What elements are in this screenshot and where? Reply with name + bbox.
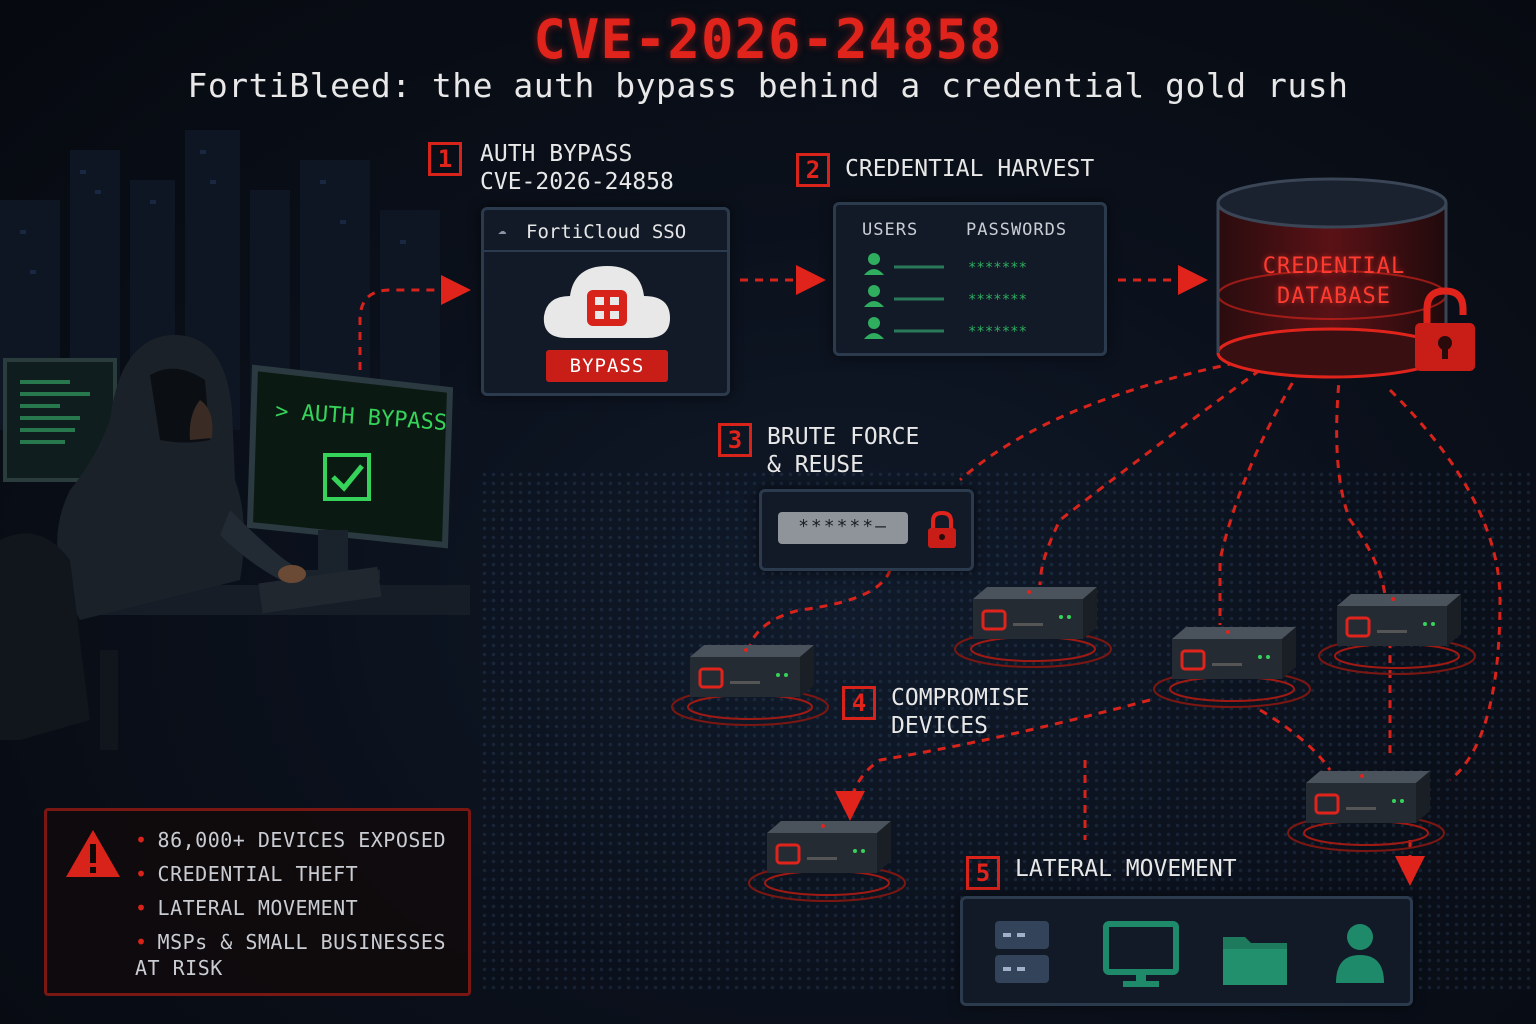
cloud-small-icon: ☁	[498, 222, 507, 238]
risk-item-lateral-movement: •LATERAL MOVEMENT	[135, 896, 359, 920]
credential-harvest-panel: USERS PASSWORDS ******* ******* *******	[833, 202, 1107, 356]
database-label-line2: DATABASE	[1277, 284, 1391, 309]
padlock-small-icon	[928, 510, 956, 548]
user-icon	[864, 253, 884, 339]
step-3-label: BRUTE FORCE & REUSE	[767, 424, 920, 478]
page-subtitle: FortiBleed: the auth bypass behind a cre…	[187, 66, 1349, 105]
folder-icon	[1223, 937, 1287, 985]
padlock-icon	[1415, 287, 1475, 371]
bypass-button[interactable]: BYPASS	[546, 350, 668, 382]
sso-title: FortiCloud SSO	[526, 221, 687, 243]
password-field[interactable]: ******—	[778, 512, 908, 544]
users-column-header: USERS	[862, 220, 919, 240]
svg-text:*******: *******	[968, 324, 1027, 340]
brute-force-panel: ******—	[759, 489, 974, 571]
svg-text:*******: *******	[968, 292, 1027, 308]
firewall-device-2	[953, 585, 1113, 669]
step-4-label: COMPROMISE DEVICES	[891, 685, 1030, 739]
risk-item-devices-exposed: •86,000+ DEVICES EXPOSED	[135, 828, 446, 852]
monitor-icon	[1103, 921, 1179, 987]
firewall-device-3	[1152, 625, 1312, 709]
step-3-badge: 3	[718, 423, 752, 457]
step-2-label: CREDENTIAL HARVEST	[845, 156, 1095, 182]
risk-item-credential-theft: •CREDENTIAL THEFT	[135, 862, 359, 886]
step-5-label: LATERAL MOVEMENT	[1015, 856, 1237, 882]
firewall-device-6	[1286, 769, 1446, 853]
lateral-movement-panel	[960, 896, 1413, 1006]
passwords-column-header: PASSWORDS	[966, 220, 1068, 240]
person-icon	[1336, 924, 1384, 983]
database-label-line1: CREDENTIAL	[1262, 254, 1406, 279]
risk-item-msps-at-risk: •MSPs & SMALL BUSINESSES AT RISK	[135, 930, 446, 980]
credential-database-icon	[1216, 177, 1448, 379]
firewall-device-4	[1317, 592, 1477, 676]
step-2-badge: 2	[796, 153, 830, 187]
credential-rows: ******* ******* *******	[864, 253, 1027, 340]
step-1-badge: 1	[428, 142, 462, 176]
forticloud-sso-panel: ☁ FortiCloud SSO BYPASS	[481, 207, 730, 396]
hacker-scene	[0, 334, 470, 750]
cloud-icon	[543, 266, 670, 338]
risk-summary-box: •86,000+ DEVICES EXPOSED •CREDENTIAL THE…	[44, 808, 471, 996]
sso-header	[484, 210, 727, 252]
firewall-device-5	[747, 819, 907, 903]
step-5-badge: 5	[966, 856, 1000, 890]
svg-text:*******: *******	[968, 260, 1027, 276]
warning-triangle-icon	[66, 830, 120, 877]
server-stack-icon	[995, 921, 1049, 983]
page-title: CVE-2026-24858	[533, 8, 1003, 71]
step-1-label: AUTH BYPASS CVE-2026-24858	[480, 141, 674, 195]
firewall-device-1	[670, 643, 830, 727]
step-4-badge: 4	[842, 686, 876, 720]
